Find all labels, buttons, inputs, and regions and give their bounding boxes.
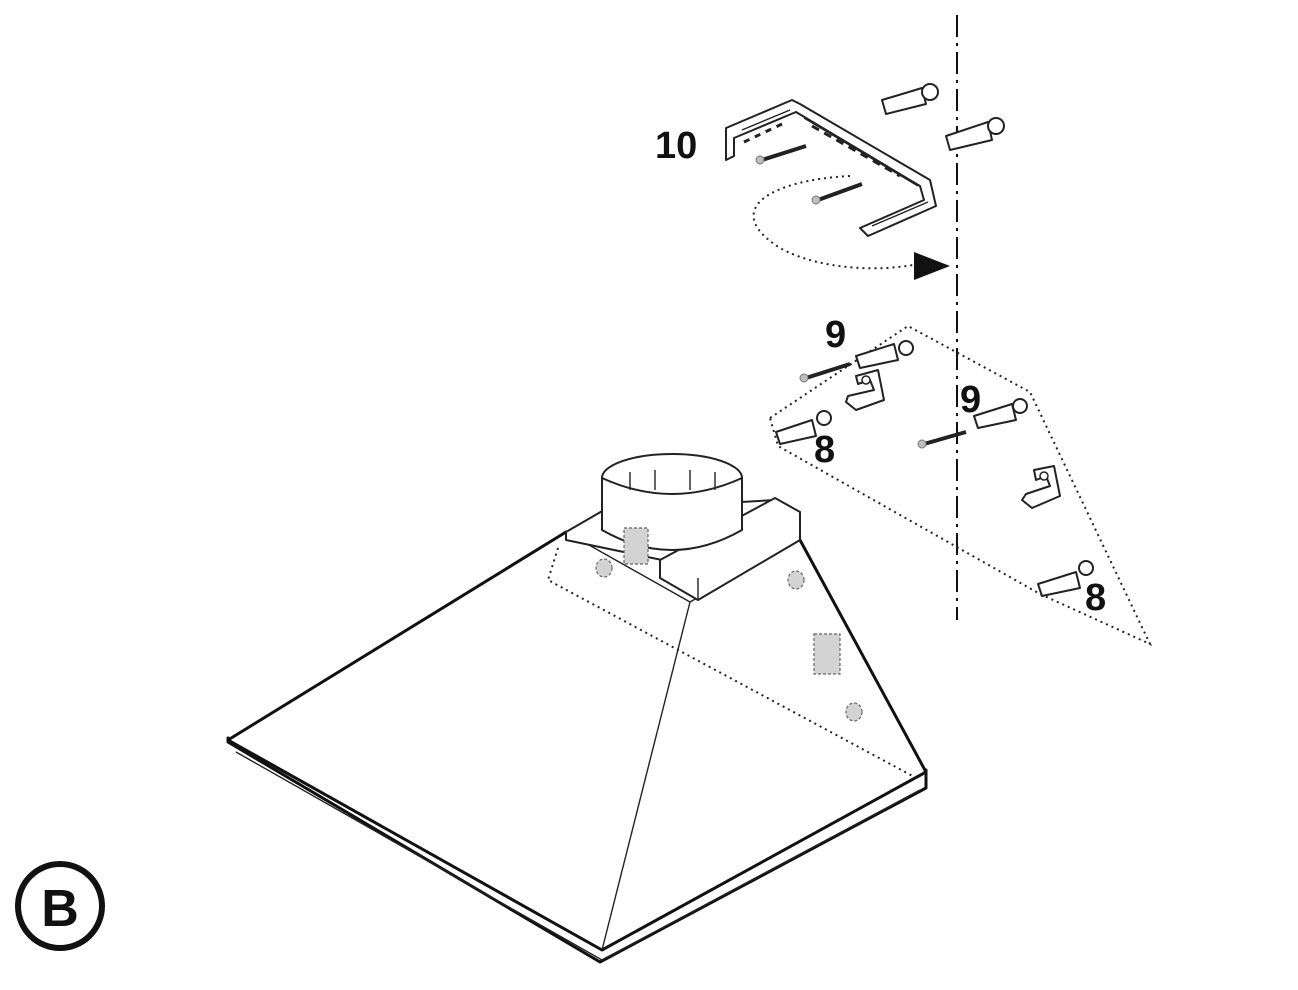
part-label-9-left: 9 (825, 314, 846, 356)
safety-hook (845, 369, 885, 411)
safety-hook (1021, 465, 1061, 509)
part-label-8-right: 8 (1085, 577, 1106, 619)
wall-plug (1037, 560, 1094, 597)
part-label-8-left: 8 (814, 429, 835, 471)
chimney-hood-body (226, 453, 928, 964)
screw (811, 182, 863, 205)
wall-plug (855, 340, 914, 369)
screw (755, 144, 807, 165)
mounting-hole (595, 558, 613, 578)
wall-plug (881, 83, 939, 115)
screw (917, 430, 967, 449)
wall-plug (945, 117, 1005, 151)
wall-plug (775, 410, 832, 445)
mounting-hole (787, 570, 805, 590)
alignment-outline-wall (768, 324, 1153, 647)
mounting-hole (845, 702, 863, 722)
part-label-10: 10 (655, 125, 697, 167)
figure-marker: B (15, 861, 105, 951)
label-plate (813, 633, 841, 675)
wall-plug (973, 398, 1028, 429)
wall-bracket-10 (725, 99, 937, 237)
placement-path (752, 175, 919, 270)
svg-text:B: B (41, 880, 79, 938)
screw (799, 362, 851, 383)
part-label-9-right: 9 (960, 379, 981, 421)
placement-arrow-icon (914, 252, 950, 280)
